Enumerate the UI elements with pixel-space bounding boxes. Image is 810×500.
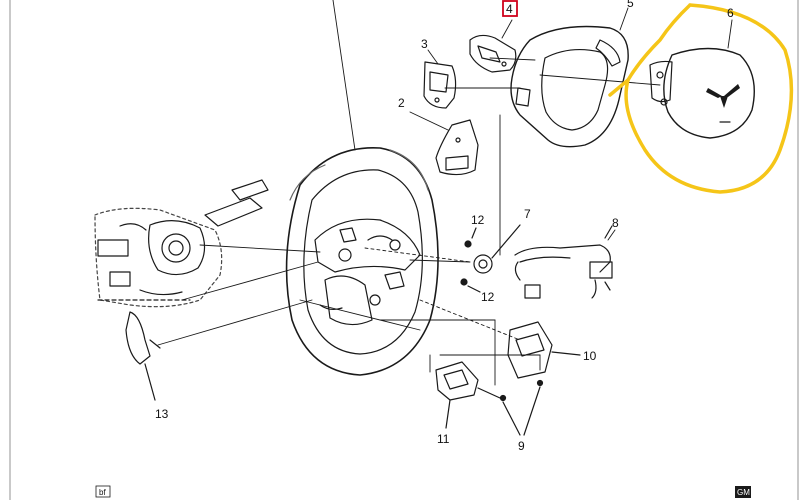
control-switch-3 [423,61,457,109]
paddle-switch-4 [469,34,517,73]
shift-paddle-2 [435,119,479,176]
callout-7: 7 [524,207,531,221]
callout-12-top: 12 [471,213,485,227]
callout-4: 4 [506,2,513,16]
highlight-circle [624,3,794,194]
footer-code-left: bf [99,488,106,497]
steering-column [94,179,269,308]
corvette-crossed-flags-emblem-icon [706,84,740,108]
control-module-10 [507,321,581,379]
callout-box-4 [502,0,518,17]
callout-9: 9 [518,439,525,453]
fasteners-12 [460,227,481,293]
highlight-circle-tail [608,78,630,97]
steering-wheel-rim [285,147,439,376]
paddle-13 [125,311,161,401]
left-border [9,0,11,500]
center-bolt-7 [473,224,521,274]
gm-logo [735,486,751,498]
callout-2: 2 [398,96,405,110]
callout-12-bottom: 12 [481,290,495,304]
footer-code-box [95,485,111,498]
airbag-module [649,47,755,139]
callout-8: 8 [612,216,619,230]
leader-lines [157,0,661,386]
callout-13: 13 [155,407,169,421]
callout-10: 10 [583,349,597,363]
control-switch-11 [435,361,501,429]
screws-9 [499,379,544,436]
trim-bezel [510,25,629,148]
gm-logo-text: GM [737,488,750,497]
callout-leaders [409,7,733,241]
callout-5: 5 [627,0,634,10]
callout-3: 3 [421,37,428,51]
right-border [797,0,799,500]
callout-6: 6 [727,6,734,20]
callout-11: 11 [437,432,450,446]
wiring-harness-8 [514,225,613,299]
